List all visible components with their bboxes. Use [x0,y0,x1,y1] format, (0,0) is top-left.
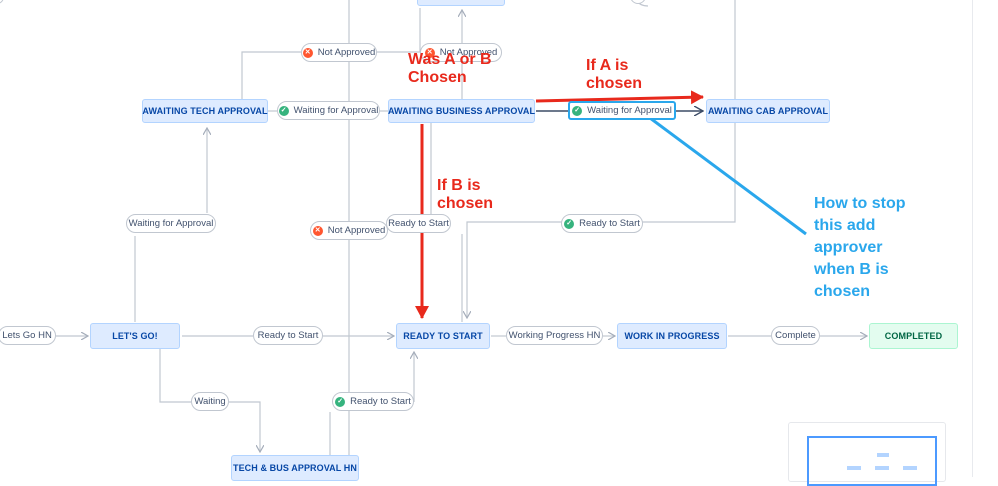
transition-complete[interactable]: Complete [771,326,820,345]
right-scrollbar-rail[interactable] [972,0,998,477]
transition-ready-to-start-bottom[interactable]: ✓Ready to Start [332,392,414,411]
transition-waiting[interactable]: Waiting [191,392,229,411]
transition-waiting-for-approval-cab[interactable]: ✓Waiting for Approval [568,101,676,120]
status-lets-go[interactable]: LET'S GO! [90,323,180,349]
status-awaiting-tech-approval[interactable]: AWAITING TECH APPROVAL [142,99,268,123]
x-circle-icon: ✕ [302,47,313,58]
check-circle-icon: ✓ [572,105,583,116]
minimap-node [847,466,861,470]
minimap-node [903,466,917,470]
transition-lets-go-hn[interactable]: Lets Go HN [0,326,56,345]
status-work-in-progress[interactable]: WORK IN PROGRESS [617,323,727,349]
transition-ready-to-start-mid[interactable]: Ready to Start [386,214,451,233]
status-completed[interactable]: COMPLETED [869,323,958,349]
transition-ready-to-start-left[interactable]: Ready to Start [253,326,323,345]
workflow-minimap[interactable] [788,422,946,486]
minimap-node [877,453,889,457]
check-circle-icon: ✓ [335,396,346,407]
transition-waiting-for-approval-mid[interactable]: ✓Waiting for Approval [277,101,380,120]
transition-not-approved-top[interactable]: ✕Not Approved [301,43,377,62]
annotation-if-b-chosen: If B is chosen [437,177,494,212]
transition-not-approved-mid[interactable]: ✕Not Approved [310,221,388,240]
x-circle-icon: ✕ [424,47,435,58]
transition-working-progress-hn[interactable]: Working Progress HN [506,326,603,345]
check-circle-icon: ✓ [564,218,575,229]
minimap-viewport[interactable] [807,436,937,486]
status-awaiting-cab-approval[interactable]: AWAITING CAB APPROVAL [706,99,830,123]
annotation-was-a-or-b: Was A or B Chosen [408,51,492,86]
minimap-node [875,466,889,470]
transition-ready-to-start-right[interactable]: ✓Ready to Start [561,214,643,233]
x-circle-icon: ✕ [312,225,323,236]
annotation-how-to-stop: How to stop this add approver when B is … [814,195,906,300]
annotation-if-a-chosen: If A is chosen [586,57,643,92]
status-box-top-partial[interactable] [417,0,505,6]
status-tech-bus-approval-hn[interactable]: TECH & BUS APPROVAL HN [231,455,359,481]
transition-waiting-for-approval-left[interactable]: Waiting for Approval [126,214,216,233]
check-circle-icon: ✓ [278,105,289,116]
transition-not-approved-top2[interactable]: ✕Not Approved [420,43,502,62]
status-ready-to-start[interactable]: READY TO START [396,323,490,349]
status-awaiting-business-approval[interactable]: AWAITING BUSINESS APPROVAL [388,99,535,123]
